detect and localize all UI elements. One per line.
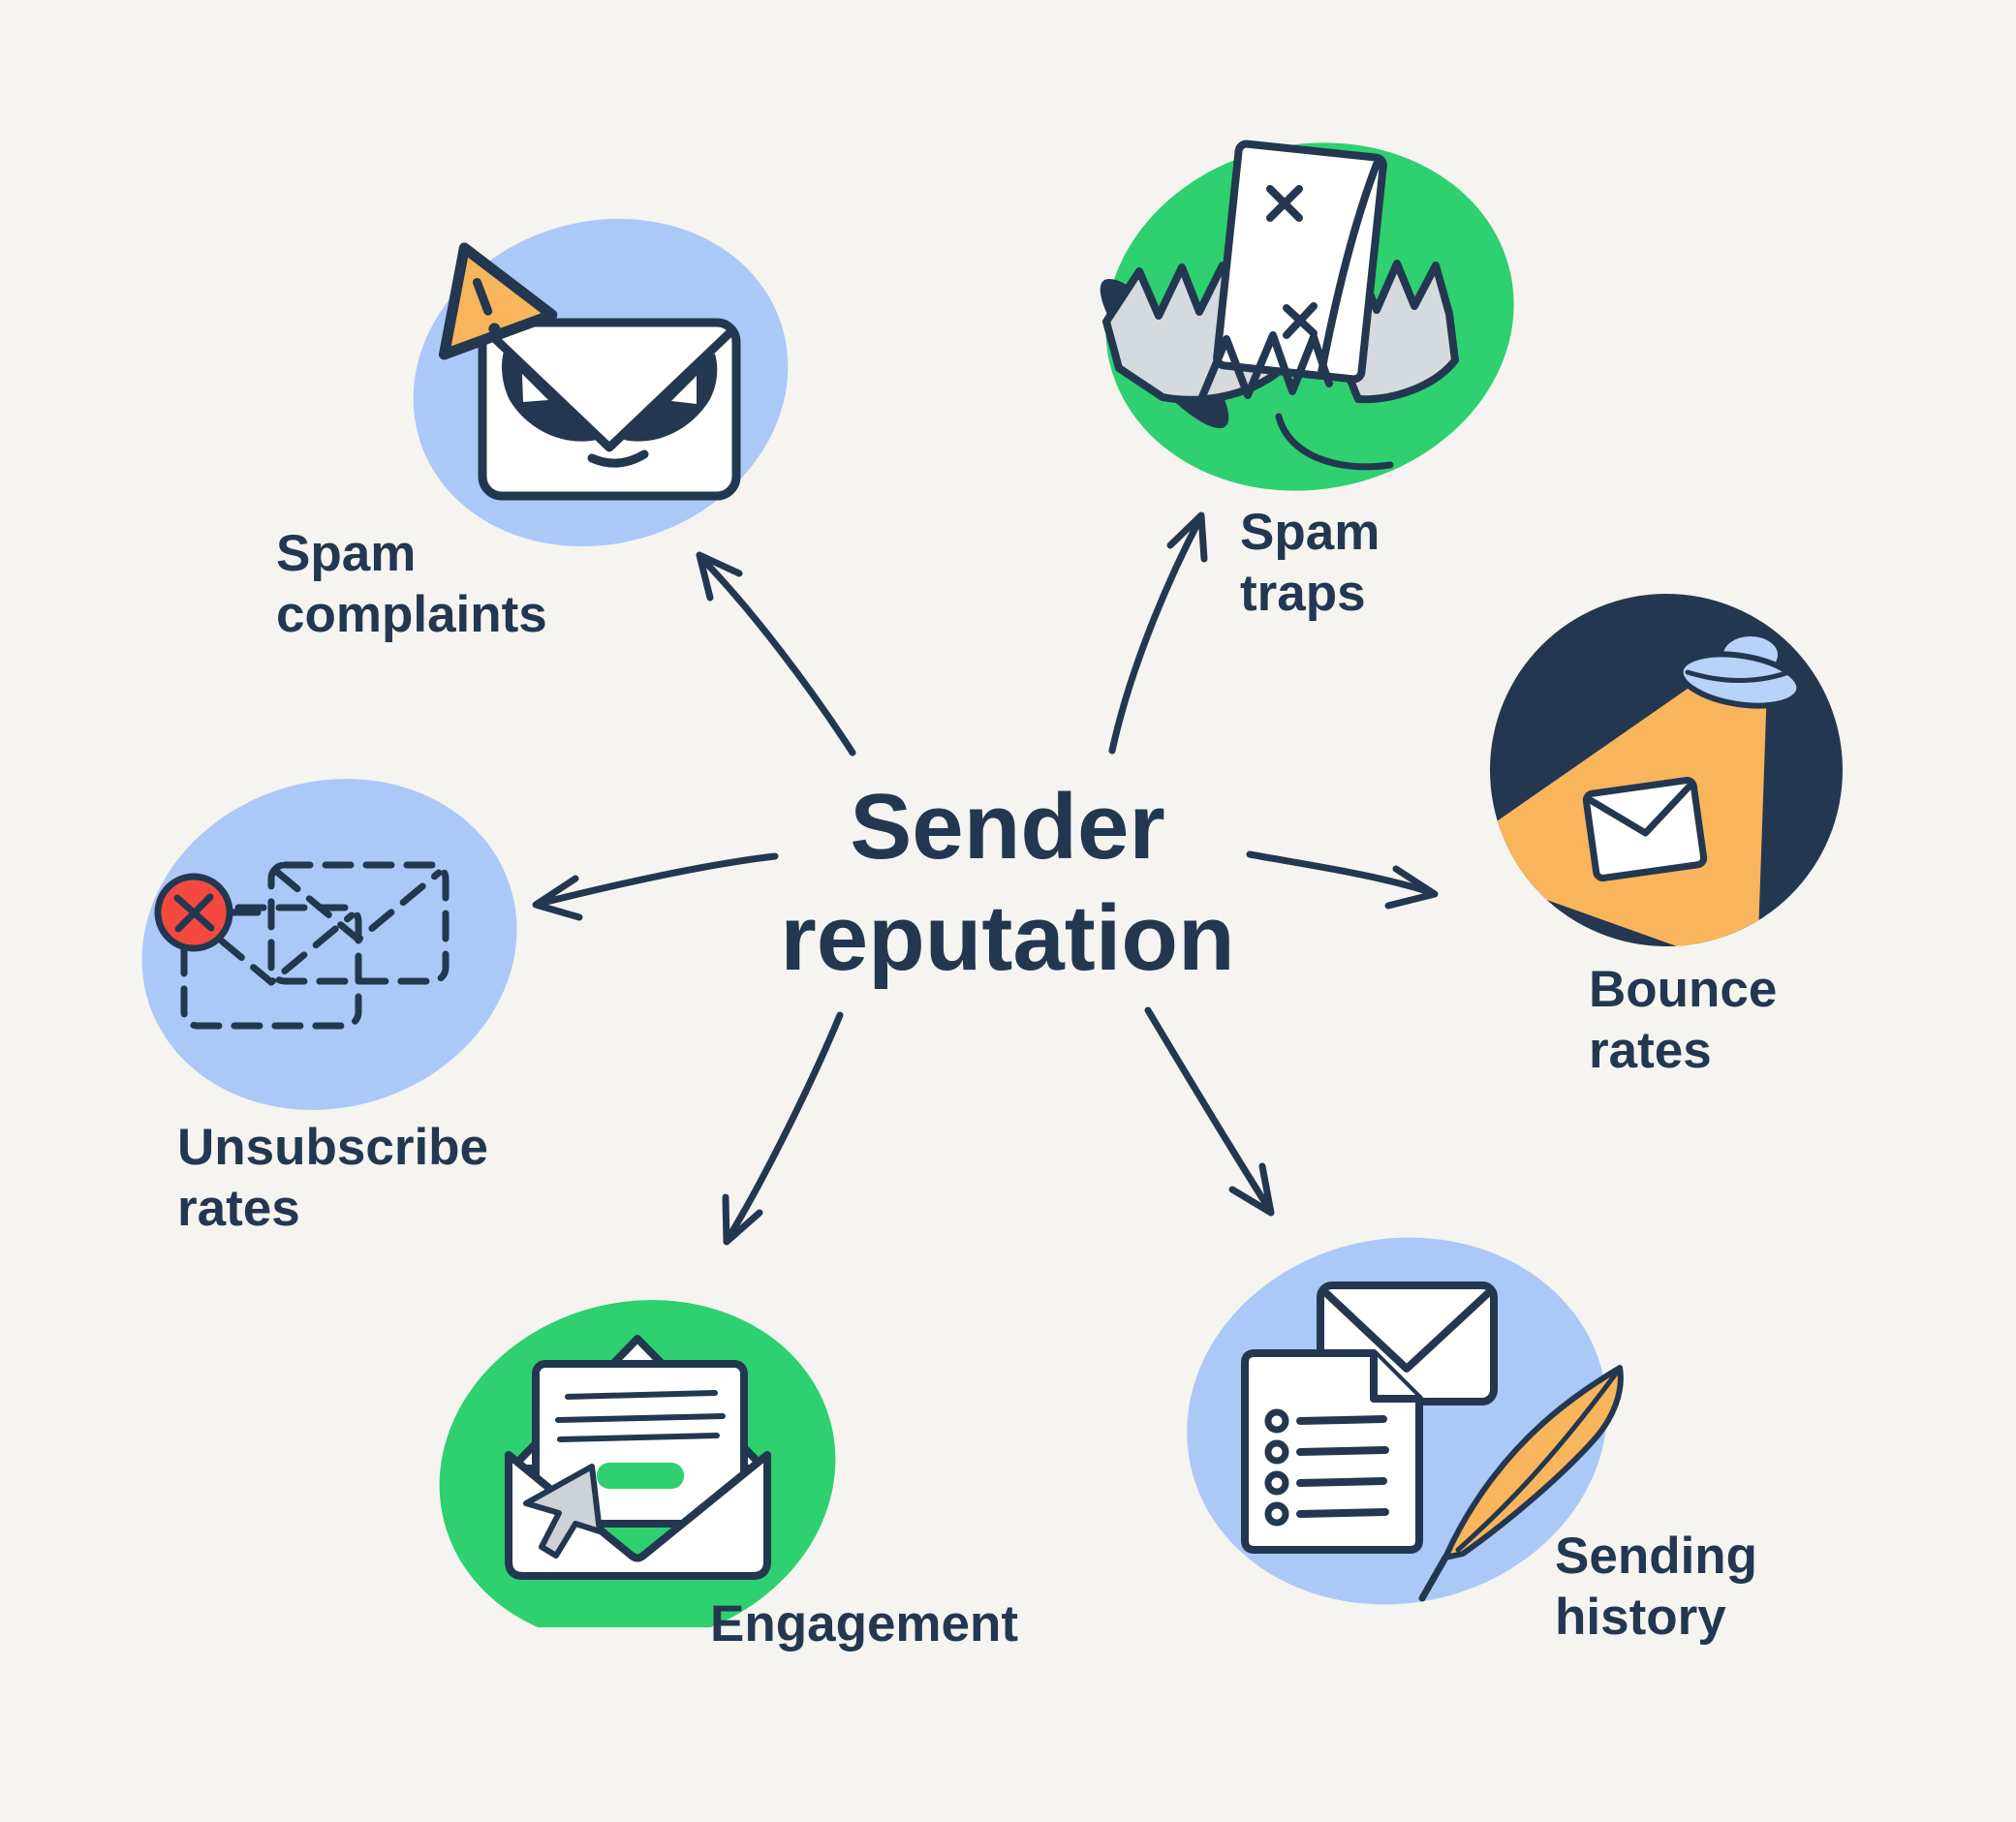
checklist-envelope-quill-icon	[1187, 1237, 1624, 1605]
angry-envelope-icon	[478, 318, 741, 501]
arrow-to-bounce-rates	[1246, 850, 1439, 910]
ufo-beam-envelope-icon	[1490, 594, 1843, 946]
label-line: rates	[177, 1179, 300, 1237]
angry-envelope-warning-icon	[413, 218, 789, 547]
node-label-spam-complaints: Spam complaints	[276, 524, 547, 645]
arrow-to-spam-complaints	[696, 551, 856, 757]
letter-button	[597, 1463, 684, 1489]
node-label-bounce-rates: Bounce rates	[1589, 960, 1777, 1081]
trap-cord	[1275, 413, 1394, 471]
label-line: complaints	[276, 585, 547, 643]
label-line: Unsubscribe	[177, 1119, 489, 1176]
trapped-envelope-icon	[1213, 139, 1387, 384]
label-line: Spam	[276, 525, 417, 582]
arrow-to-spam-traps	[1108, 511, 1208, 755]
label-line: traps	[1240, 564, 1366, 622]
label-line: Bounce	[1589, 961, 1778, 1018]
open-envelope-icon	[505, 1335, 771, 1580]
quill-feather-icon	[1418, 1365, 1624, 1602]
checklist-document-icon	[1241, 1349, 1423, 1554]
diagram-title-line2: reputation	[780, 886, 1235, 991]
dashed-envelope-icon	[180, 904, 362, 1030]
node-label-spam-traps: Spam traps	[1240, 503, 1380, 624]
diagram-title-line1: Sender	[850, 775, 1165, 879]
node-label-engagement: Engagement	[710, 1594, 1018, 1655]
label-line: Spam	[1240, 504, 1380, 561]
envelope-bear-trap-icon	[1100, 139, 1514, 491]
node-label-sending-history: Sending history	[1555, 1527, 1757, 1648]
cursor-icon	[523, 1464, 603, 1559]
warning-triangle-icon	[438, 242, 558, 360]
node-label-unsubscribe-rates: Unsubscribe rates	[177, 1118, 488, 1239]
label-line: Sending	[1555, 1528, 1758, 1585]
label-line: history	[1555, 1588, 1726, 1646]
label-line: rates	[1589, 1021, 1712, 1079]
open-envelope-cursor-icon	[439, 1300, 836, 1627]
arrow-to-unsubscribe-rates	[532, 852, 779, 921]
arrow-to-engagement	[722, 1011, 844, 1246]
remove-x-badge-icon	[154, 873, 233, 952]
ufo-icon	[1677, 631, 1803, 709]
beamed-envelope-icon	[1582, 777, 1708, 881]
arrow-to-sending-history	[1144, 1006, 1275, 1217]
label-line: Engagement	[710, 1595, 1019, 1652]
diagram-title: Sender reputation	[780, 771, 1234, 994]
x-mark	[1266, 185, 1318, 339]
dashed-envelope-remove-icon	[141, 779, 517, 1110]
